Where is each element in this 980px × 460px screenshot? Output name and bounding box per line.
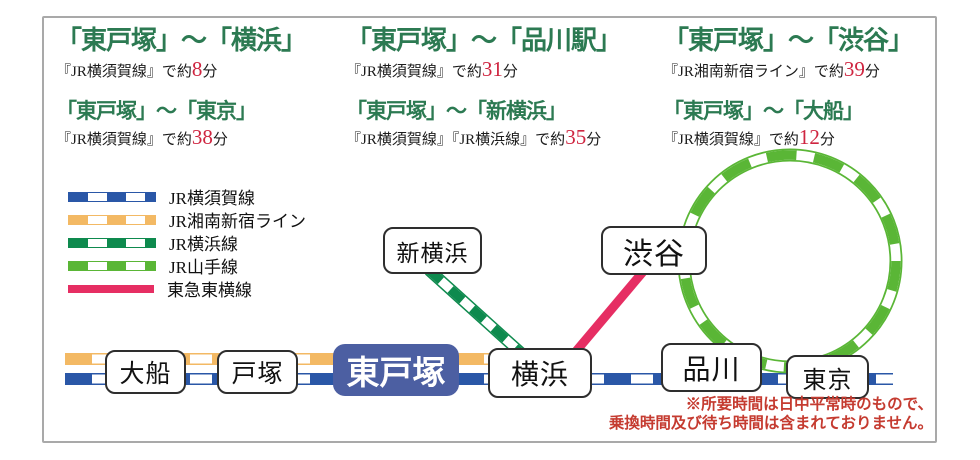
- route-title: 「東戸塚」～「大船」: [663, 99, 864, 124]
- route-detail: 『JR横須賀線』で約12分: [663, 127, 941, 149]
- legend-row: 東急東横線: [68, 280, 306, 300]
- route-minutes: 39: [843, 57, 865, 82]
- route-via: 『JR横須賀線』『JR横浜線』で約: [346, 132, 566, 149]
- legend-label: 東急東横線: [167, 281, 252, 300]
- route-unit: 分: [586, 132, 602, 149]
- line-swatch-tokyu-toyoko: [68, 284, 154, 293]
- route-via: 『JR湘南新宿ライン』で約: [663, 64, 844, 81]
- legend-label: JR山手線: [169, 258, 238, 277]
- route-detail: 『JR横須賀線』『JR横浜線』で約35分: [346, 127, 664, 149]
- legend-row: JR湘南新宿ライン: [68, 211, 306, 231]
- legend-row: JR横浜線: [68, 234, 306, 254]
- travel-time-disclaimer: ※所要時間は日中平常時のもので、 乗換時間及び待ち時間は含まれておりません。: [500, 395, 933, 433]
- legend-row: JR横須賀線: [68, 188, 306, 208]
- route-title: 「東戸塚」～「横浜」: [56, 26, 307, 55]
- station-higashi-totsuka-highlighted: 東戸塚: [333, 344, 459, 396]
- route-title: 「東戸塚」～「品川駅」: [346, 26, 622, 55]
- route-detail: 『JR横須賀線』で約38分: [56, 127, 346, 149]
- route-via: 『JR横須賀線』で約: [56, 64, 192, 81]
- route-minutes: 35: [565, 125, 587, 150]
- route-via: 『JR横須賀線』で約: [663, 132, 799, 149]
- disclaimer-line-1: ※所要時間は日中平常時のもので、: [685, 396, 933, 413]
- route-title: 「東戸塚」～「東京」: [56, 99, 257, 124]
- legend-label: JR横須賀線: [169, 189, 255, 208]
- route-column-3: 「東戸塚」～「渋谷」 『JR湘南新宿ライン』で約39分 「東戸塚」～「大船」 『…: [663, 27, 941, 149]
- route-detail: 『JR横須賀線』で約31分: [346, 59, 664, 81]
- station-yokohama: 横浜: [488, 348, 592, 398]
- line-legend: JR横須賀線 JR湘南新宿ライン JR横浜線 JR山手線 東急東横線: [68, 188, 306, 303]
- route-unit: 分: [212, 132, 228, 149]
- route-minutes: 8: [191, 57, 203, 82]
- route-minutes: 12: [798, 125, 820, 150]
- route-via: 『JR横須賀線』で約: [346, 64, 482, 81]
- line-swatch-jr-shonan-shinjuku: [68, 214, 156, 225]
- route-unit: 分: [502, 64, 518, 81]
- route-unit: 分: [202, 64, 218, 81]
- line-swatch-jr-yokosuka: [68, 191, 156, 202]
- disclaimer-line-2: 乗換時間及び待ち時間は含まれておりません。: [608, 415, 933, 432]
- station-shin-yokohama: 新横浜: [383, 227, 482, 274]
- line-tokyu-toyoko: [568, 257, 657, 359]
- line-jr-yamanote-loop: [677, 148, 903, 374]
- legend-row: JR山手線: [68, 257, 306, 277]
- legend-label: JR湘南新宿ライン: [169, 212, 306, 231]
- station-tokyo: 東京: [786, 355, 869, 399]
- station-ofuna: 大船: [105, 350, 186, 394]
- station-totsuka: 戸塚: [217, 350, 298, 394]
- route-minutes: 31: [481, 57, 503, 82]
- station-shibuya: 渋谷: [601, 226, 707, 275]
- legend-label: JR横浜線: [169, 235, 238, 254]
- line-swatch-jr-yokohama: [68, 237, 156, 248]
- line-jr-yokohama: [424, 265, 526, 358]
- route-via: 『JR横須賀線』で約: [56, 132, 192, 149]
- route-minutes: 38: [191, 125, 213, 150]
- station-shinagawa: 品川: [661, 343, 762, 392]
- route-title: 「東戸塚」～「渋谷」: [663, 26, 914, 55]
- route-unit: 分: [864, 64, 880, 81]
- route-detail: 『JR横須賀線』で約8分: [56, 59, 346, 81]
- route-detail: 『JR湘南新宿ライン』で約39分: [663, 59, 941, 81]
- line-swatch-jr-yamanote: [68, 260, 156, 271]
- route-column-2: 「東戸塚」～「品川駅」 『JR横須賀線』で約31分 「東戸塚」～「新横浜」 『J…: [346, 27, 664, 149]
- route-title: 「東戸塚」～「新横浜」: [346, 99, 567, 124]
- route-unit: 分: [819, 132, 835, 149]
- route-column-1: 「東戸塚」～「横浜」 『JR横須賀線』で約8分 「東戸塚」～「東京」 『JR横須…: [56, 27, 346, 149]
